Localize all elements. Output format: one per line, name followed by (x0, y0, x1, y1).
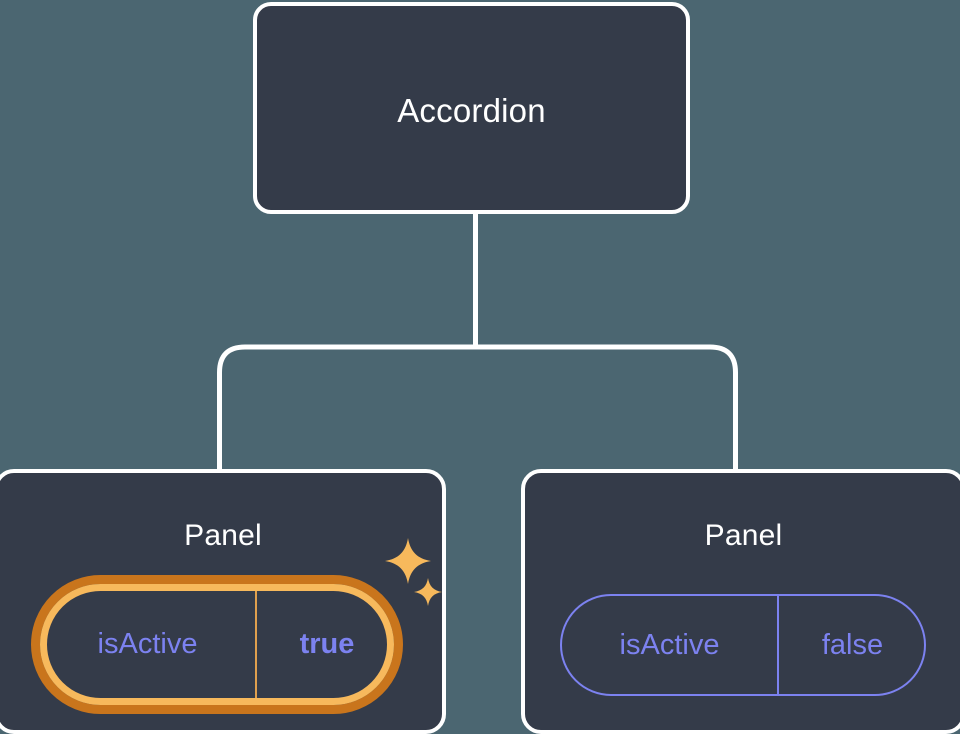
node-title-panel-inactive: Panel (704, 519, 783, 552)
tree-node-panel-active[interactable]: Panel isActive true (0, 469, 446, 734)
tree-node-panel-inactive[interactable]: Panel isActive false (521, 469, 960, 734)
node-title-panel-active: Panel (184, 519, 262, 552)
tree-node-accordion[interactable]: Accordion (253, 2, 690, 214)
prop-pill-isactive-false[interactable]: isActive false (560, 594, 926, 696)
sparkle-small-icon (414, 578, 442, 606)
prop-value-label: true (255, 584, 397, 705)
sparkle-large-icon (385, 538, 431, 584)
connector-branch-left (217, 344, 476, 472)
prop-key-label: isActive (97, 628, 198, 660)
prop-value-label: false (777, 596, 926, 694)
node-title-accordion: Accordion (397, 92, 546, 129)
prop-pill-isactive-true[interactable]: isActive true (31, 575, 403, 714)
prop-key-label: isActive (619, 628, 720, 661)
connector-branch-right (475, 344, 738, 472)
